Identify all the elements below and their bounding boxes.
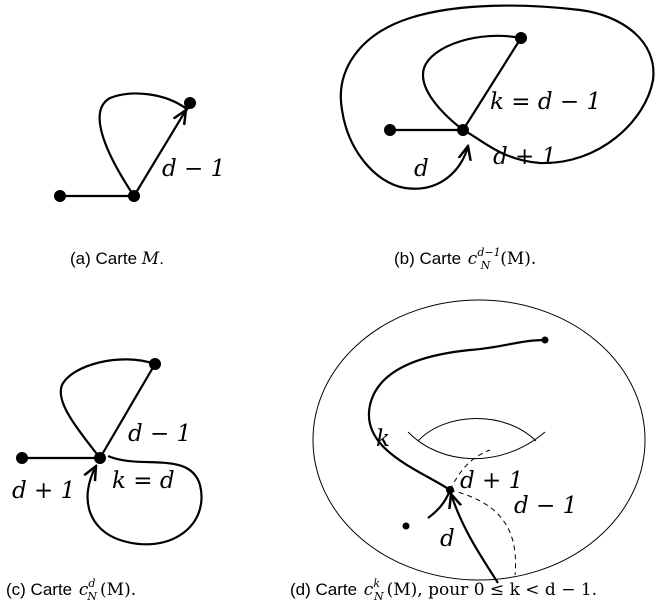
edge-c-top-loop: [59, 358, 156, 459]
edge-b-outer-loop: [339, 4, 655, 190]
vertex-a-center: [128, 190, 140, 202]
edge-a-loop: [98, 92, 189, 197]
vertex-a-left: [54, 190, 66, 202]
map-d: k d + 1 d − 1 d: [312, 299, 646, 584]
vertex-d-left: [402, 522, 410, 530]
torus-hole-top: [417, 418, 537, 442]
vertex-b-top: [515, 32, 527, 44]
edge-c-bottom-loop: [88, 454, 203, 546]
edge-c-right: [99, 363, 156, 459]
map-b: k = d − 1 d d + 1: [339, 4, 655, 190]
edge-a-arrow: [133, 110, 186, 197]
label-d-d: d: [440, 526, 455, 552]
label-d-d-minus-1: d − 1: [514, 493, 577, 519]
edge-d-left: [427, 489, 452, 519]
torus-outer: [312, 299, 646, 581]
label-d-k: k: [376, 426, 390, 452]
edge-b-right: [462, 37, 522, 131]
label-d-d-plus-1: d + 1: [460, 468, 523, 494]
vertex-b-left: [384, 124, 396, 136]
vertex-c-center: [94, 452, 106, 464]
edge-b-inner-loop: [421, 34, 522, 131]
label-b-d: d: [414, 156, 429, 182]
label-a-d-minus-1: d − 1: [162, 156, 225, 182]
edge-d-right-dashed: [449, 489, 517, 576]
vertex-d-center: [446, 486, 454, 494]
vertex-d-top: [541, 336, 549, 344]
label-c-d-minus-1: d − 1: [128, 421, 191, 447]
torus-hole-bottom: [407, 431, 546, 460]
label-c-d-plus-1: d + 1: [12, 478, 75, 504]
vertex-a-top: [184, 97, 196, 109]
vertex-c-top: [149, 358, 161, 370]
label-b-k: k = d − 1: [490, 89, 601, 115]
edge-d-bottom-arrow: [451, 494, 499, 584]
edge-d-main-loop: [367, 338, 546, 491]
vertex-c-left: [16, 452, 28, 464]
map-c: d − 1 d + 1 k = d: [12, 358, 203, 546]
vertex-b-center: [457, 124, 469, 136]
caption-a: (a) Carte M.: [70, 249, 164, 269]
edge-d-back-dashed: [449, 449, 491, 491]
label-c-k: k = d: [112, 468, 175, 494]
label-b-d-plus-1: d + 1: [493, 144, 556, 170]
map-a: d − 1: [54, 92, 225, 202]
